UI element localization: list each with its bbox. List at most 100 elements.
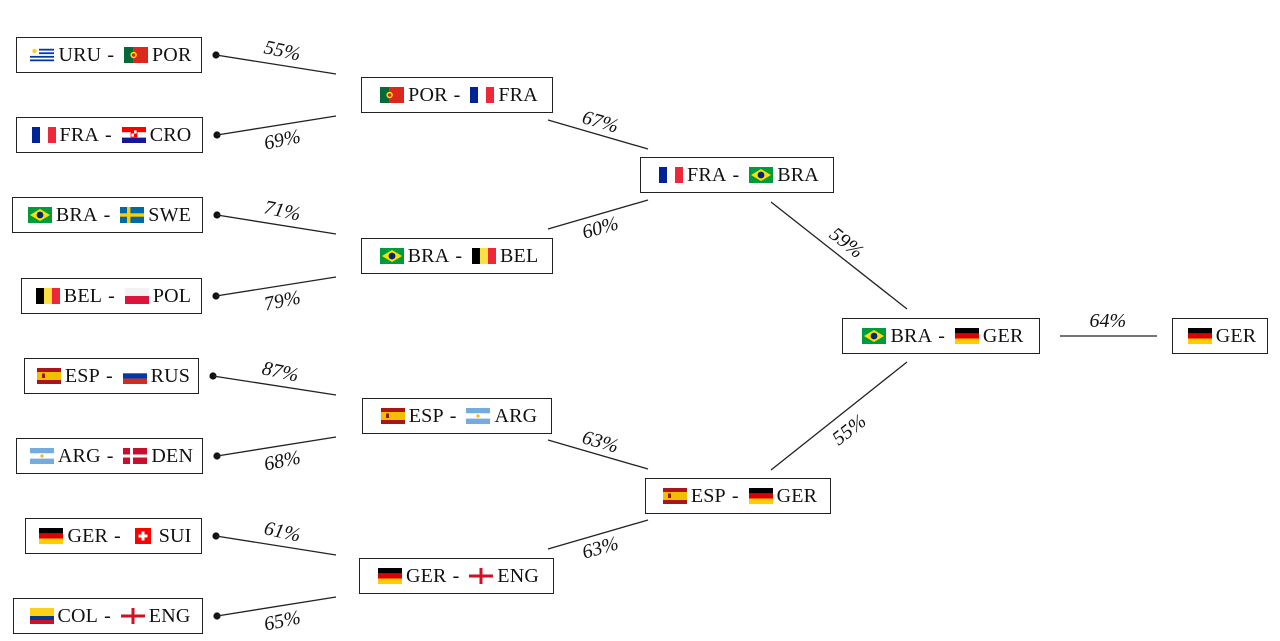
connector-line xyxy=(216,214,337,235)
team-code-home: BRA xyxy=(407,245,450,267)
match-separator: - xyxy=(108,285,115,307)
brazil-flag-icon xyxy=(749,167,774,183)
team-code-away: POL xyxy=(152,285,192,307)
match-box-r16: GER- SUI xyxy=(25,518,202,554)
spain-flag-icon xyxy=(380,408,405,424)
connector-line xyxy=(215,54,337,75)
france-flag-icon xyxy=(31,127,56,143)
match-box-r16: ESP- RUS xyxy=(24,358,199,394)
match-box-final: BRA- GER xyxy=(842,318,1040,354)
russia-flag-icon xyxy=(122,368,147,384)
belgium-flag-icon xyxy=(35,288,60,304)
team-code-away: DEN xyxy=(151,445,194,467)
switzerland-flag-icon xyxy=(131,528,155,544)
match-box-r16: FRA- CRO xyxy=(16,117,203,153)
colombia-flag-icon xyxy=(29,608,54,624)
team-code-away: ENG xyxy=(497,565,539,587)
team-code-home: GER xyxy=(67,525,109,547)
match-separator: - xyxy=(452,565,460,587)
team-code-home: ESP xyxy=(690,485,726,507)
connector-line xyxy=(547,119,649,150)
team-code-home: POR xyxy=(408,84,448,106)
connector-line xyxy=(216,596,337,617)
team-code-home: URU xyxy=(58,44,102,66)
germany-flag-icon xyxy=(39,528,64,544)
team-code-home: FRA xyxy=(687,164,727,186)
denmark-flag-icon xyxy=(123,448,148,464)
match-separator: - xyxy=(106,445,114,467)
team-code-away: BRA xyxy=(777,164,819,186)
team-code-home: GER xyxy=(406,565,447,587)
team-code-home: ESP xyxy=(64,365,100,387)
belgium-flag-icon xyxy=(472,248,497,264)
team-code-away: ENG xyxy=(148,605,191,627)
match-separator: - xyxy=(455,245,463,267)
france-flag-icon xyxy=(659,167,684,183)
connector-line xyxy=(215,535,337,556)
match-box-quarter-final: BRA- BEL xyxy=(361,238,553,274)
germany-flag-icon xyxy=(378,568,402,584)
match-box-r16: URU-POR xyxy=(16,37,202,73)
match-box-quarter-final: GER- ENG xyxy=(359,558,554,594)
team-code-home: FRA xyxy=(59,124,100,146)
germany-flag-icon xyxy=(748,488,773,504)
match-separator: - xyxy=(104,605,111,627)
win-probability-label: 64% xyxy=(1089,310,1127,332)
team-code-away: SWE xyxy=(148,204,192,226)
team-code-home: ARG xyxy=(57,445,101,467)
team-code-home: BRA xyxy=(890,325,933,347)
connector-line xyxy=(770,361,908,471)
croatia-flag-icon xyxy=(121,127,146,143)
team-code-away: RUS xyxy=(150,365,191,387)
sweden-flag-icon xyxy=(120,207,145,223)
portugal-flag-icon xyxy=(123,47,148,63)
spain-flag-icon xyxy=(662,488,687,504)
portugal-flag-icon xyxy=(380,87,405,103)
uruguay-flag-icon xyxy=(30,47,55,63)
team-code-away: GER xyxy=(982,325,1024,347)
argentina-flag-icon xyxy=(466,408,491,424)
team-code-away: SUI xyxy=(158,525,192,547)
match-separator: - xyxy=(114,525,121,547)
germany-flag-icon xyxy=(954,328,979,344)
match-separator: - xyxy=(449,405,457,427)
argentina-flag-icon xyxy=(29,448,54,464)
team-code-away: BEL xyxy=(500,245,539,267)
poland-flag-icon xyxy=(124,288,149,304)
brazil-flag-icon xyxy=(379,248,404,264)
team-code-away: GER xyxy=(776,485,818,507)
match-separator: - xyxy=(107,44,114,66)
spain-flag-icon xyxy=(36,368,61,384)
match-box-r16: BEL- POL xyxy=(21,278,202,314)
match-separator: - xyxy=(103,204,111,226)
england-flag-icon xyxy=(120,608,145,624)
team-code-home: COL xyxy=(57,605,99,627)
match-separator: - xyxy=(731,485,739,507)
team-code-away: FRA xyxy=(498,84,538,106)
match-separator: - xyxy=(105,365,113,387)
match-box-semi-final: FRA- BRA xyxy=(640,157,834,193)
connector-line xyxy=(215,276,337,297)
connector-line xyxy=(216,436,337,457)
match-box-r16: COL- ENG xyxy=(13,598,203,634)
germany-flag-icon xyxy=(1187,328,1212,344)
match-separator: - xyxy=(105,124,112,146)
brazil-flag-icon xyxy=(27,207,52,223)
match-separator: - xyxy=(732,164,740,186)
france-flag-icon xyxy=(470,87,495,103)
team-code-away: CRO xyxy=(149,124,192,146)
match-box-semi-final: ESP- GER xyxy=(645,478,831,514)
match-box-quarter-final: POR- FRA xyxy=(361,77,553,113)
match-box-r16: BRA-SWE xyxy=(12,197,203,233)
match-separator: - xyxy=(453,84,461,106)
england-flag-icon xyxy=(469,568,494,584)
connector-line xyxy=(770,201,908,310)
match-separator: - xyxy=(938,325,945,347)
brazil-flag-icon xyxy=(862,328,887,344)
connector-line xyxy=(547,439,649,470)
team-code-away: ARG xyxy=(494,405,538,427)
connector-line xyxy=(212,375,337,396)
team-code-home: BEL xyxy=(63,285,103,307)
match-box-quarter-final: ESP-ARG xyxy=(362,398,552,434)
